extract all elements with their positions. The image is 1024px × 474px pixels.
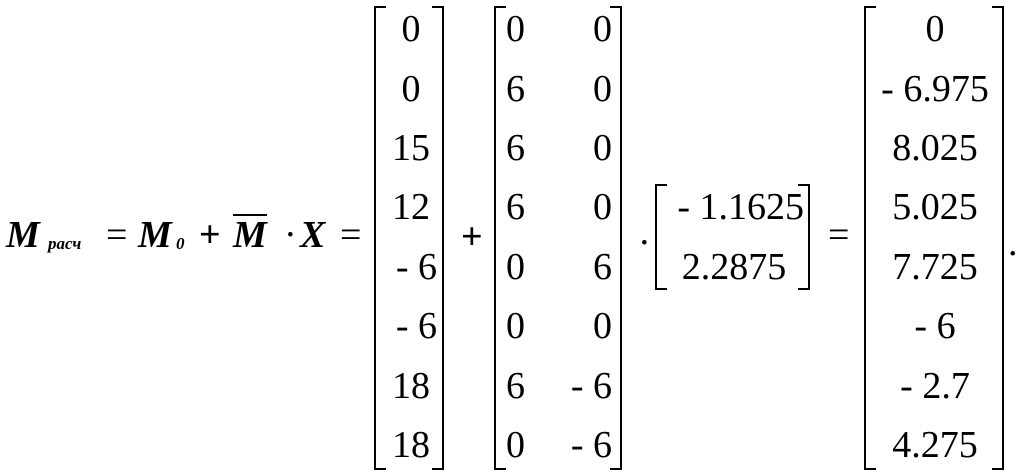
m-symbol: M <box>6 214 40 256</box>
mbar-matrix-cell: 6 <box>506 68 525 110</box>
period: . <box>1008 222 1018 264</box>
x-vector-cell: 2.2875 <box>681 246 787 288</box>
m0-vector-cell: - 6 <box>395 305 437 347</box>
mbar-matrix-cell: 0 <box>593 186 612 228</box>
mbar-matrix-cell: 6 <box>506 127 525 169</box>
mbar-matrix-cell: 0 <box>593 8 612 50</box>
equals-sign-1: = <box>106 214 128 256</box>
result-vector-cell: 5.025 <box>892 186 978 228</box>
result-vector-cell: 4.275 <box>892 424 978 466</box>
m0-vector-left-bracket <box>374 6 386 470</box>
mbar-matrix-cell: 0 <box>506 8 525 50</box>
result-vector-cell: - 2.7 <box>900 365 970 407</box>
m-subscript: расч <box>48 234 82 253</box>
m0-vector-cell: 18 <box>392 424 430 466</box>
m0-vector-right-bracket <box>432 6 444 470</box>
mbar-matrix-cell: 0 <box>506 246 525 288</box>
result-vector-cell: 7.725 <box>892 246 978 288</box>
mbar-matrix-cell: 0 <box>506 305 525 347</box>
m-bar-symbol: M <box>233 214 267 256</box>
mbar-matrix-cell: - 6 <box>570 424 612 466</box>
x-vector-right-bracket <box>798 184 810 290</box>
plus-sign-1: + <box>199 214 221 256</box>
result-vector-right-bracket <box>992 6 1004 470</box>
equals-sign-2: = <box>340 214 362 256</box>
m0-vector-cell: 0 <box>401 8 421 50</box>
result-vector-cell: - 6.975 <box>881 68 989 110</box>
result-vector-cell: 0 <box>925 8 945 50</box>
mbar-matrix-left-bracket <box>494 6 506 470</box>
m0-subscript: 0 <box>176 234 185 253</box>
m0-symbol: M <box>138 214 172 256</box>
m0-vector-cell: 18 <box>392 365 430 407</box>
mbar-matrix-cell: - 6 <box>570 365 612 407</box>
mbar-matrix-right-bracket <box>610 6 622 470</box>
dot-operator-2: · <box>638 222 651 264</box>
mbar-matrix-cell: 0 <box>593 127 612 169</box>
mbar-matrix-cell: 0 <box>506 424 525 466</box>
mbar-matrix-cell: 0 <box>593 305 612 347</box>
result-vector-cell: 8.025 <box>892 127 978 169</box>
plus-sign-2: + <box>461 216 483 258</box>
m0-vector-cell: 15 <box>392 127 430 169</box>
m0-vector-cell: 12 <box>392 186 430 228</box>
mbar-matrix-cell: 6 <box>593 246 612 288</box>
mbar-matrix-cell: 6 <box>506 365 525 407</box>
dot-operator-1: · <box>284 214 297 256</box>
m0-vector-cell: - 6 <box>395 246 437 288</box>
result-vector-left-bracket <box>864 6 876 470</box>
x-symbol: X <box>300 214 326 256</box>
x-vector-cell: - 1.1625 <box>677 186 804 228</box>
x-vector-left-bracket <box>655 184 667 290</box>
equals-sign-3: = <box>828 214 850 256</box>
mbar-matrix-cell: 0 <box>593 68 612 110</box>
result-vector-cell: - 6 <box>914 305 956 347</box>
mbar-matrix-cell: 6 <box>506 186 525 228</box>
m0-vector-cell: 0 <box>401 68 421 110</box>
